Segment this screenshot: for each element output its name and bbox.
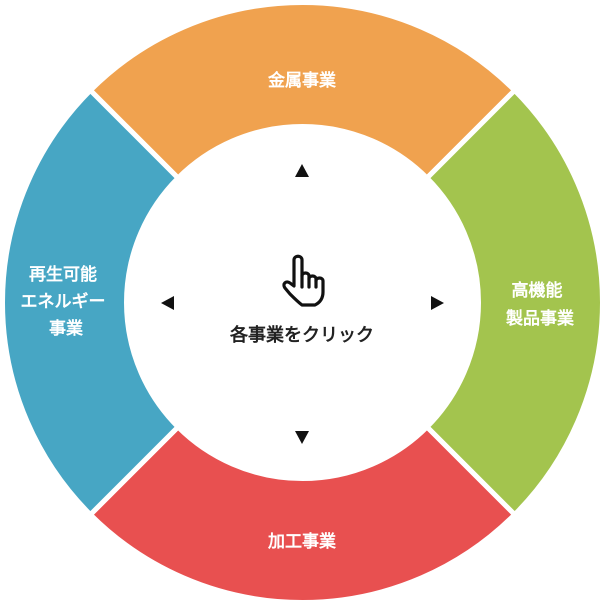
arrow-left-icon	[161, 296, 174, 310]
arrow-up-icon	[295, 164, 309, 177]
center-instruction-label: 各事業をクリック	[229, 324, 374, 346]
arrow-right-icon	[431, 296, 444, 310]
hand-pointer-icon	[282, 254, 325, 307]
arrow-down-icon	[295, 431, 309, 444]
